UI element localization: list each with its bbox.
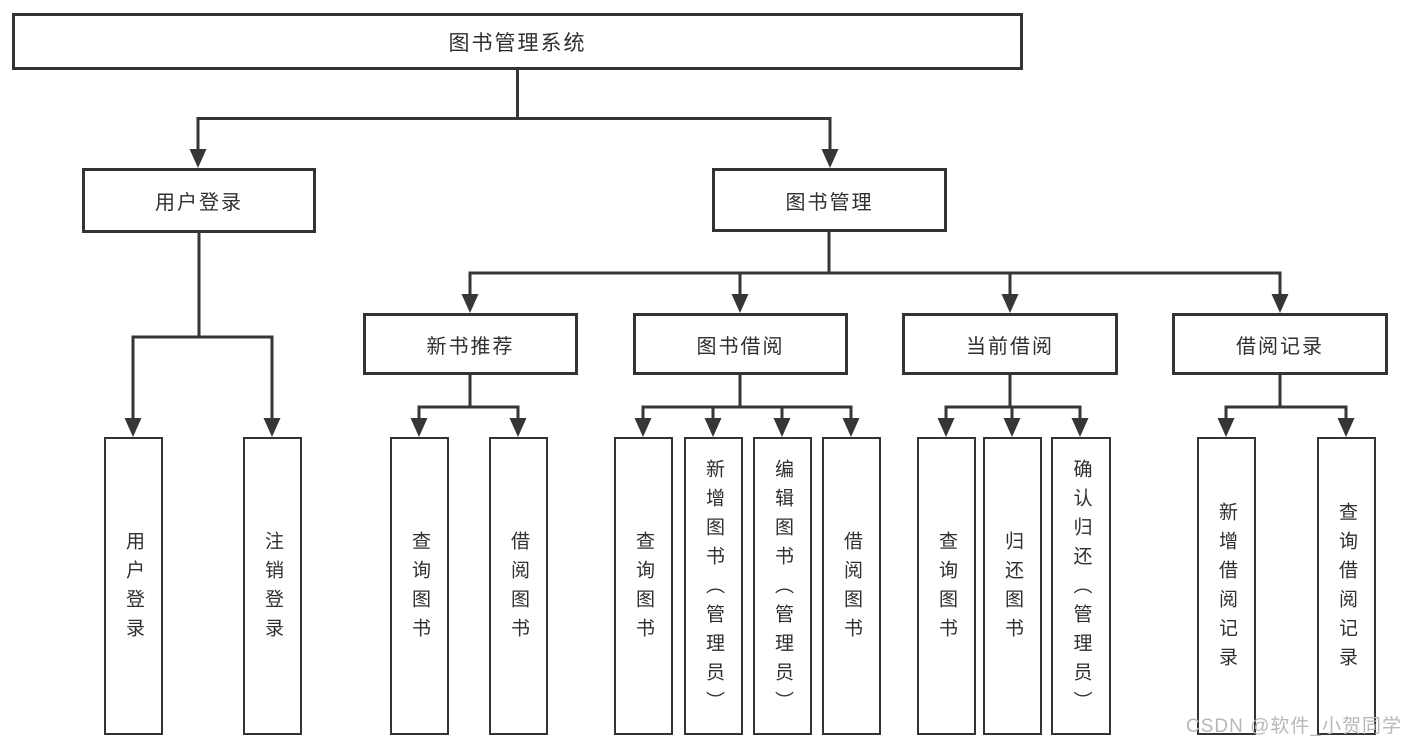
leaf-confirm-return-admin: 确认归还（管理员）: [1051, 437, 1111, 735]
node-book-borrow: 图书借阅: [633, 313, 848, 375]
node-user-login: 用户登录: [82, 168, 316, 233]
node-current-borrow: 当前借阅: [902, 313, 1118, 375]
leaf-borrow-books-recommend: 借阅图书: [489, 437, 548, 735]
node-borrow-records: 借阅记录: [1172, 313, 1388, 375]
leaf-add-borrow-record: 新增借阅记录: [1197, 437, 1256, 735]
leaf-query-books-current: 查询图书: [917, 437, 976, 735]
csdn-watermark: CSDN @软件_小贺同学: [1186, 716, 1402, 737]
leaf-query-books-recommend: 查询图书: [390, 437, 449, 735]
leaf-logout: 注销登录: [243, 437, 302, 735]
node-book-management: 图书管理: [712, 168, 947, 232]
arrowhead-group: [124, 149, 1355, 437]
leaf-add-books-admin: 新增图书（管理员）: [684, 437, 743, 735]
leaf-edit-books-admin: 编辑图书（管理员）: [753, 437, 812, 735]
leaf-user-login: 用户登录: [104, 437, 163, 735]
leaf-return-books: 归还图书: [983, 437, 1042, 735]
node-root-library-system: 图书管理系统: [12, 13, 1023, 70]
leaf-query-books-borrow: 查询图书: [614, 437, 673, 735]
node-new-book-recommend: 新书推荐: [363, 313, 578, 375]
leaf-borrow-books: 借阅图书: [822, 437, 881, 735]
leaf-query-borrow-record: 查询借阅记录: [1317, 437, 1376, 735]
